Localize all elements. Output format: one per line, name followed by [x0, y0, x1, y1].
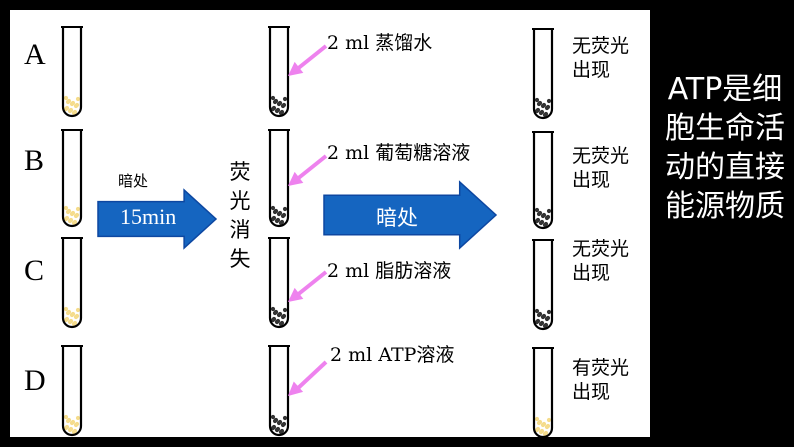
tube-initial-d [61, 345, 83, 437]
tube-result-d [532, 347, 554, 437]
tube-initial-a [61, 26, 83, 118]
experiment-diagram: A B C D 2 ml 蒸馏水 2 ml 葡萄糖溶液 2 ml 脂肪溶液 2 … [10, 10, 650, 437]
result-label-b: 无荧光出现 [572, 145, 630, 191]
tube-initial-c [61, 237, 83, 329]
tube-result-b [532, 131, 554, 230]
result-label-d: 有荧光出现 [572, 357, 630, 403]
row-label-d: D [24, 364, 46, 397]
added-solution-d: 2 ml ATP溶液 [330, 344, 455, 366]
tube-dark-d [268, 345, 290, 437]
step2-arrow [323, 180, 498, 250]
added-solution-a: 2 ml 蒸馏水 [327, 32, 433, 54]
conclusion-text: ATP是细胞生命活动的直接能源物质 [665, 72, 785, 224]
tube-result-a [532, 28, 554, 120]
row-label-c: C [24, 254, 45, 287]
add-solution-pointer-a [288, 44, 328, 76]
step1-duration-label: 15min [120, 204, 177, 229]
step2-condition-label: 暗处 [376, 206, 418, 230]
step1-condition-label: 暗处 [118, 172, 149, 190]
tube-dark-a [268, 26, 290, 118]
add-solution-pointer-d [288, 360, 328, 396]
diagram-canvas [61, 26, 554, 437]
fluorescence-disappears-label: 荧光消失 [229, 160, 251, 271]
added-solution-b: 2 ml 葡萄糖溶液 [327, 142, 471, 164]
tube-dark-b [268, 129, 290, 228]
added-solution-c: 2 ml 脂肪溶液 [327, 260, 452, 282]
tube-dark-c [268, 237, 290, 329]
row-label-b: B [24, 144, 45, 177]
add-solution-pointer-c [288, 270, 328, 302]
result-label-a: 无荧光出现 [572, 35, 630, 81]
tube-initial-b [61, 129, 83, 228]
tube-result-c [532, 239, 554, 331]
step1-arrow [97, 188, 218, 250]
row-label-a: A [24, 38, 46, 71]
result-label-c: 无荧光出现 [572, 238, 630, 284]
add-solution-pointer-b [288, 154, 328, 186]
